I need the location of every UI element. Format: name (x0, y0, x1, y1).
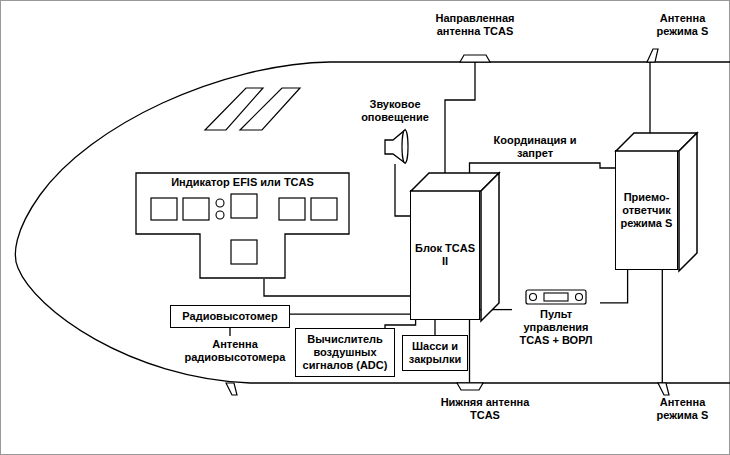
control-panel: Пульт управления TCAS + ВОРЛ (512, 288, 600, 347)
wire (264, 279, 410, 296)
display-screen (231, 194, 257, 218)
display-panel: Индикатор EFIS или TCAS (135, 172, 350, 279)
antenna-shape (460, 55, 490, 62)
panel-knob (530, 294, 537, 301)
display-screen (183, 198, 209, 220)
wire (385, 320, 416, 328)
unit-box: Блок TCAS II (410, 190, 480, 320)
wire (662, 270, 663, 383)
antenna: Антенна радиовысотомера (175, 336, 295, 383)
antenna-shape (647, 49, 658, 62)
antenna-shape (457, 383, 483, 390)
cockpit-window (240, 88, 300, 130)
label-text: Антенна радиовысотомера (175, 336, 295, 364)
wire (445, 62, 475, 190)
label-text: Звуковое оповещение (352, 98, 438, 124)
label-text: Приемо-ответчик режима S (619, 191, 674, 230)
panel-display (544, 293, 568, 301)
box-side-face (481, 173, 499, 321)
wire (395, 164, 410, 216)
label-text: Пульт управления TCAS + ВОРЛ (512, 288, 600, 347)
label-text: Шасси и закрылки (407, 340, 463, 366)
panel-body (526, 290, 586, 304)
wire (229, 328, 230, 336)
wire (469, 320, 470, 383)
antenna-shape (658, 383, 669, 395)
unit-box: Приемо-ответчик режима S (615, 150, 678, 270)
display-screen (151, 198, 177, 220)
label-text: Антенна режима S (640, 10, 725, 38)
panel-knob (576, 294, 583, 301)
label-text: Вычислитель воздушных сигналов (ADC) (300, 333, 390, 372)
panel-knob (216, 211, 224, 219)
fuselage-outline (15, 62, 730, 383)
antenna: Направленная антенна TCAS (420, 10, 530, 62)
label-text: Блок TCAS II (414, 242, 476, 268)
panel-knob (216, 199, 224, 207)
speaker-rim (402, 130, 408, 163)
display-screen (231, 240, 257, 264)
unit-box: Шасси и закрылки (402, 335, 468, 371)
antenna-shape (226, 383, 237, 395)
label-text: Направленная антенна TCAS (420, 10, 530, 38)
antenna: Антенна режима S (640, 10, 725, 62)
wire-label: Координация и запрет (487, 134, 583, 160)
label-text: Индикатор EFIS или TCAS (135, 172, 350, 189)
unit-box: Вычислитель воздушных сигналов (ADC) (295, 328, 395, 377)
control-panel-drawing (512, 288, 600, 306)
speaker-icon: Звуковое оповещение (352, 98, 438, 164)
display-screen (279, 198, 305, 220)
label-text: Антенна режима S (640, 383, 725, 422)
unit-box: Радиовысотомер (170, 305, 290, 328)
wire (434, 320, 435, 335)
box-side-face (679, 133, 697, 271)
display-panel-outline (135, 172, 350, 279)
antenna: Нижняя антенна TCAS (440, 383, 530, 429)
antenna: Антенна режима S (640, 383, 725, 429)
display-screen (311, 198, 337, 220)
wire (290, 314, 410, 315)
panel-outline (136, 173, 349, 278)
wire (600, 270, 628, 303)
label-text: Нижняя антенна TCAS (440, 383, 530, 422)
label-text: Радиовысотомер (175, 310, 285, 323)
